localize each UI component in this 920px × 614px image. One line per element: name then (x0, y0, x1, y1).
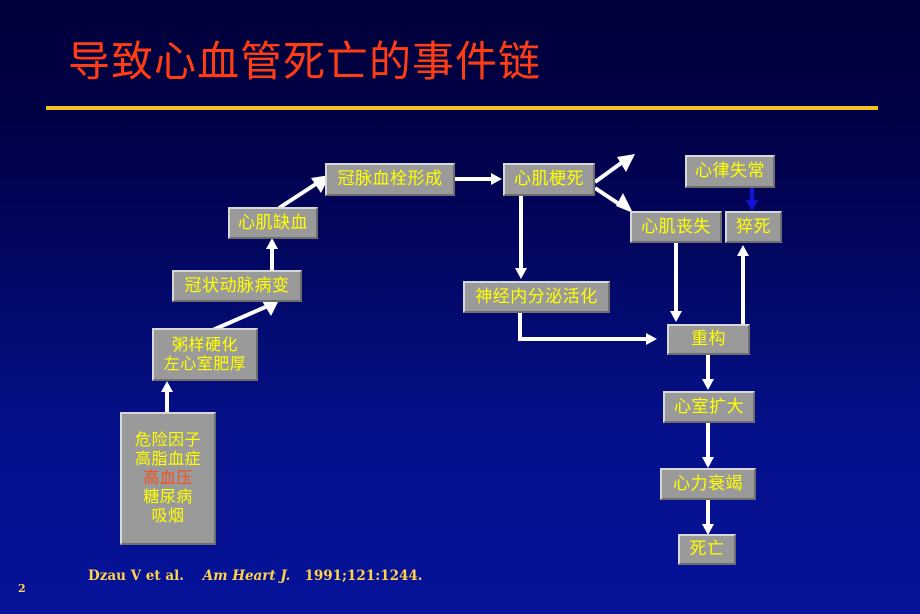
myocardial-ischemia-label: 心肌缺血 (238, 212, 308, 233)
sudden-death-label: 猝死 (736, 216, 771, 237)
coronary-lesion-label: 冠状动脉病变 (184, 275, 290, 296)
node-neuroendocrine-activation[interactable]: 神经内分泌活化 (463, 281, 610, 313)
node-coronary-thrombosis[interactable]: 冠脉血栓形成 (325, 163, 455, 196)
arrowhead-remodeling-to-ventricular-dilation (702, 379, 714, 390)
node-myocardial-ischemia[interactable]: 心肌缺血 (228, 207, 318, 239)
title-underline-rule (46, 106, 878, 110)
citation-authors: Dzau V et al. (88, 568, 184, 584)
node-heart-failure[interactable]: 心力衰竭 (660, 468, 756, 500)
connector-arrhythmia-to-sudden-death (750, 188, 754, 202)
node-sudden-death[interactable]: 猝死 (725, 211, 782, 243)
node-myocardial-infarction[interactable]: 心肌梗死 (503, 163, 595, 196)
myocardial-infarction-label: 心肌梗死 (514, 169, 584, 190)
arrowhead-remodeling-to-sudden-death (737, 245, 749, 256)
atherosclerosis-line-2: 左心室肥厚 (163, 353, 247, 373)
arrhythmia-label: 心律失常 (695, 161, 765, 182)
arrowhead-ventricular-dilation-to-heart-failure (702, 457, 714, 468)
connector-infarction-to-arrhythmia (593, 154, 635, 184)
remodeling-label: 重构 (691, 329, 726, 350)
death-label: 死亡 (689, 539, 725, 560)
arrowhead-infarction-to-neuroendocrine (515, 268, 527, 279)
arrowhead-riskfactors-to-atherosclerosis (161, 381, 173, 392)
arrowhead-myocardial-loss-to-remodeling (670, 311, 682, 322)
node-risk-factors[interactable]: 危险因子 高脂血症 高血压 糖尿病 吸烟 (120, 412, 216, 545)
connector-myocardial-loss-to-remodeling (674, 243, 678, 313)
heart-failure-label: 心力衰竭 (673, 473, 743, 494)
connector-heart-failure-to-death (706, 500, 710, 526)
connector-infarction-to-myocardial-loss (593, 186, 633, 213)
citation-journal: Am Heart J. (202, 568, 291, 584)
ventricular-dilation-label: 心室扩大 (674, 396, 744, 417)
atherosclerosis-line-1: 粥样硬化 (171, 334, 238, 354)
node-ventricular-dilation[interactable]: 心室扩大 (663, 391, 755, 423)
coronary-thrombosis-label: 冠脉血栓形成 (337, 169, 443, 190)
node-atherosclerosis[interactable]: 粥样硬化 左心室肥厚 (152, 328, 258, 381)
page-number: 2 (18, 582, 26, 595)
risk-factor-line-1: 危险因子 (134, 430, 201, 450)
node-remodeling[interactable]: 重构 (667, 324, 750, 355)
connector-coronary-lesion-to-ischemia (270, 248, 274, 270)
node-death[interactable]: 死亡 (678, 534, 736, 565)
connector-neuroendocrine-elbow-horizontal (518, 337, 648, 341)
node-myocardial-loss[interactable]: 心肌丧失 (630, 211, 722, 243)
arrowhead-thrombosis-to-infarction (491, 173, 502, 185)
risk-factor-line-3: 高血压 (143, 468, 193, 488)
arrowhead-coronary-lesion-to-ischemia (266, 238, 278, 249)
citation-reference: 1991;121:1244. (304, 568, 423, 584)
connector-neuroendocrine-elbow-vertical (518, 313, 522, 341)
page-title: 导致心血管死亡的事件链 (68, 37, 542, 86)
connector-remodeling-to-sudden-death (741, 255, 745, 325)
connector-riskfactors-to-atherosclerosis (165, 391, 169, 412)
neuroendocrine-label: 神经内分泌活化 (475, 286, 598, 307)
node-arrhythmia[interactable]: 心律失常 (685, 155, 775, 188)
arrowhead-heart-failure-to-death (702, 524, 714, 535)
risk-factor-line-2: 高脂血症 (134, 449, 201, 469)
arrowhead-neuroendocrine-to-remodeling (646, 333, 657, 345)
connector-thrombosis-to-infarction (455, 177, 493, 181)
citation: Dzau V et al. Am Heart J. 1991;121:1244. (88, 568, 422, 584)
risk-factor-line-5: 吸烟 (151, 505, 185, 525)
connector-ventricular-dilation-to-heart-failure (706, 423, 710, 459)
node-coronary-lesion[interactable]: 冠状动脉病变 (172, 270, 302, 302)
connector-infarction-to-neuroendocrine (519, 196, 523, 270)
arrowhead-arrhythmia-to-sudden-death (746, 200, 758, 211)
connector-remodeling-to-ventricular-dilation (706, 355, 710, 381)
myocardial-loss-label: 心肌丧失 (641, 216, 711, 237)
risk-factor-line-4: 糖尿病 (143, 486, 193, 506)
